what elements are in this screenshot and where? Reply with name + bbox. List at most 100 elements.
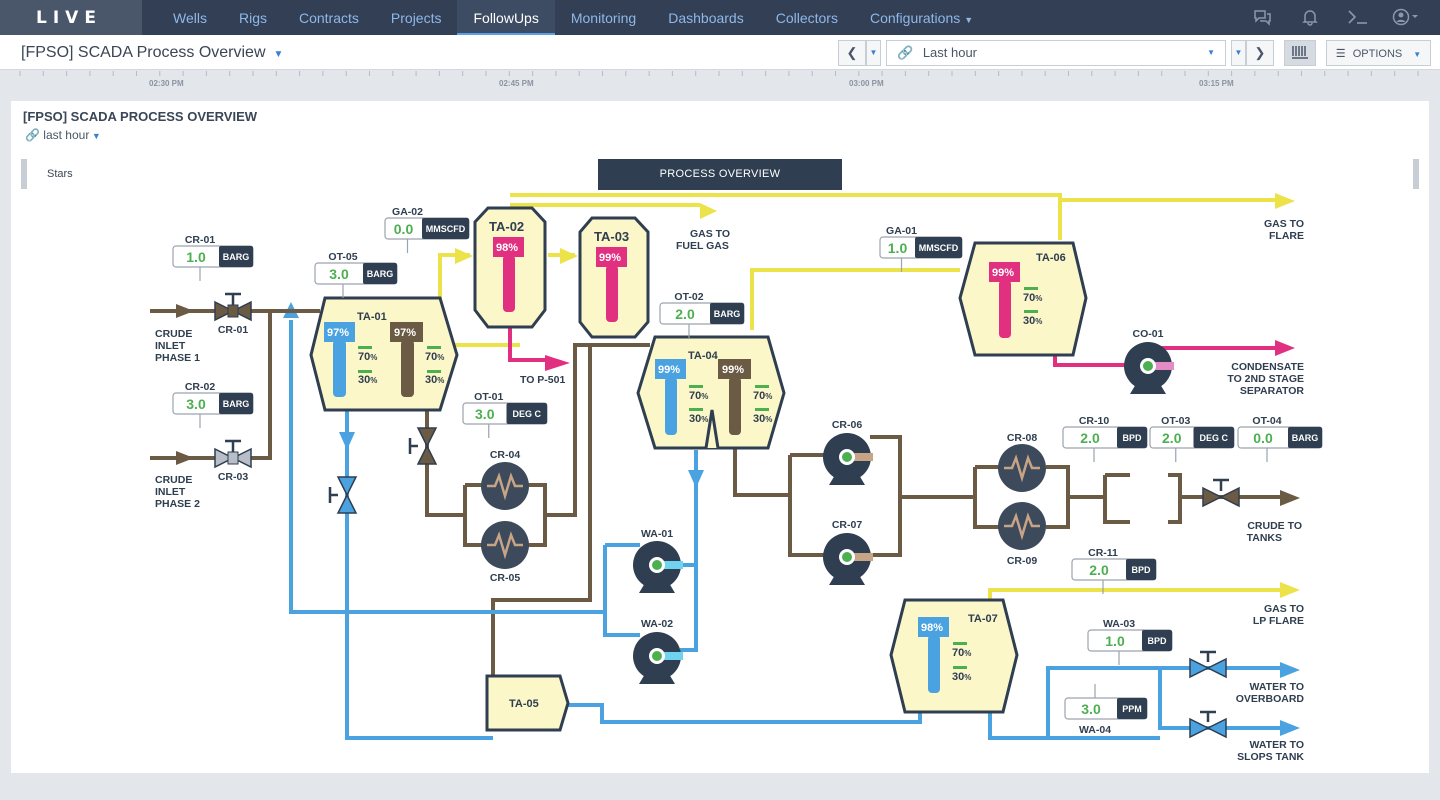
valve-crude-tanks[interactable] — [1202, 478, 1240, 508]
valve-wa[interactable] — [328, 476, 358, 514]
lp-flare-line: LP FLARE — [1253, 615, 1304, 627]
tank-ta-02[interactable]: TA-02 98% — [473, 206, 547, 329]
gauge-value: 2.0 — [1080, 430, 1100, 446]
tank-ta-04[interactable]: TA-04 99% 99% 70% 30% 70% 30% — [636, 335, 786, 450]
prev-range-dropdown[interactable]: ▼ — [866, 40, 881, 66]
tank-label: TA-06 — [1036, 252, 1066, 264]
terminal-icon[interactable] — [1334, 0, 1382, 35]
link-icon: 🔗 — [25, 128, 40, 142]
valve-cr-03[interactable] — [214, 439, 252, 469]
heat-exchanger-icon — [998, 444, 1046, 492]
user-avatar-icon[interactable] — [1382, 0, 1430, 35]
level-readout: 97% — [394, 327, 416, 339]
nav-monitoring[interactable]: Monitoring — [570, 10, 637, 26]
nav-rigs[interactable]: Rigs — [238, 10, 267, 26]
equipment-cr-07[interactable]: CR-07 — [823, 519, 873, 585]
gauge-label: OT-03 — [1161, 415, 1190, 427]
svg-text:70%: 70% — [425, 351, 444, 363]
nav-collectors[interactable]: Collectors — [775, 10, 838, 26]
crude-tanks-line: TANKS — [1247, 532, 1282, 544]
inlet1-line: INLET — [155, 340, 186, 352]
bell-icon[interactable] — [1286, 0, 1334, 35]
equipment-cr-08[interactable]: CR-08 — [998, 432, 1046, 492]
valve-ot[interactable] — [408, 427, 438, 465]
chat-icon[interactable] — [1238, 0, 1286, 35]
svg-text:70%: 70% — [1023, 292, 1042, 304]
equipment-cr-03[interactable]: CR-03 — [218, 471, 249, 483]
tank-ta-06[interactable]: TA-06 99% 70% 30% — [958, 241, 1088, 357]
gauge-label: GA-01 — [886, 225, 917, 237]
prev-range-button[interactable]: ❮ — [838, 40, 866, 66]
valve-slops[interactable] — [1189, 710, 1227, 739]
level-readout: 99% — [599, 252, 621, 264]
svg-text:30%: 30% — [753, 413, 772, 425]
nav-followups[interactable]: FollowUps — [457, 0, 555, 35]
nav-configurations[interactable]: Configurations▼ — [854, 0, 989, 35]
time-tick: 03:00 PM — [849, 79, 884, 88]
equipment-cr-04[interactable]: CR-04 — [481, 449, 529, 510]
equipment-cr-06[interactable]: CR-06 — [823, 419, 873, 485]
time-ruler[interactable]: 02:30 PM 02:45 PM 03:00 PM 03:15 PM — [0, 71, 1440, 90]
tank-ta-07[interactable]: TA-07 98% 70% 30% — [889, 598, 1019, 714]
valve-cr-01[interactable] — [214, 292, 252, 322]
svg-text:30%: 30% — [425, 374, 444, 386]
nav-contracts[interactable]: Contracts — [298, 10, 359, 26]
level-mark: 30 — [358, 374, 370, 386]
next-range-button[interactable]: ❯ — [1246, 40, 1274, 66]
equipment-wa-02[interactable]: WA-02 — [633, 618, 683, 684]
gauge-value: 2.0 — [1089, 562, 1109, 578]
nav-projects[interactable]: Projects — [390, 10, 442, 26]
options-button[interactable]: ☰ OPTIONS ▼ — [1326, 40, 1431, 66]
barcode-icon[interactable] — [1284, 40, 1316, 66]
app-logo[interactable]: LIVE — [0, 0, 142, 35]
stars-bar — [21, 159, 27, 189]
pct-sign: % — [964, 649, 971, 658]
top-icons — [1238, 0, 1430, 35]
equipment-label: CO-01 — [1133, 328, 1164, 340]
next-range-dropdown[interactable]: ▼ — [1231, 40, 1246, 66]
equipment-cr-01[interactable]: CR-01 — [218, 324, 249, 336]
svg-text:30%: 30% — [358, 374, 377, 386]
equipment-label: CR-06 — [832, 419, 863, 431]
time-tick: 02:30 PM — [149, 79, 184, 88]
equipment-co-01[interactable]: CO-01 — [1124, 328, 1174, 394]
dashboard-title[interactable]: [FPSO] SCADA Process Overview▼ — [21, 44, 283, 62]
gauge-unit: BARG — [223, 252, 250, 262]
level-mark: 30 — [952, 671, 964, 683]
tank-ta-03[interactable]: TA-03 99% — [578, 216, 650, 339]
nav-dashboards[interactable]: Dashboards — [668, 10, 744, 26]
gauge-unit: BPD — [1131, 565, 1151, 575]
gauge-unit: MMSCFD — [426, 224, 466, 234]
gauge-value: 3.0 — [186, 396, 206, 412]
pct-sign: % — [1035, 317, 1042, 326]
time-range-select[interactable]: 🔗 Last hour ▼ — [886, 40, 1226, 66]
valve-overboard[interactable] — [1189, 650, 1227, 679]
tank-ta-01[interactable]: TA-01 97% 97% 70% 30% 70% 30% — [309, 296, 459, 412]
panel-range-link[interactable]: 🔗 last hour ▼ — [25, 128, 101, 142]
condensate-line: SEPARATOR — [1240, 385, 1305, 397]
equipment-cr-09[interactable]: CR-09 — [998, 502, 1046, 567]
equipment-label: WA-02 — [641, 618, 673, 630]
chevron-down-icon: ▼ — [1207, 48, 1215, 57]
equipment-cr-05[interactable]: CR-05 — [481, 521, 529, 584]
nav-wells[interactable]: Wells — [173, 10, 207, 26]
equipment-wa-01[interactable]: WA-01 — [633, 528, 683, 593]
tank-ta-05[interactable]: TA-05 — [485, 674, 570, 732]
